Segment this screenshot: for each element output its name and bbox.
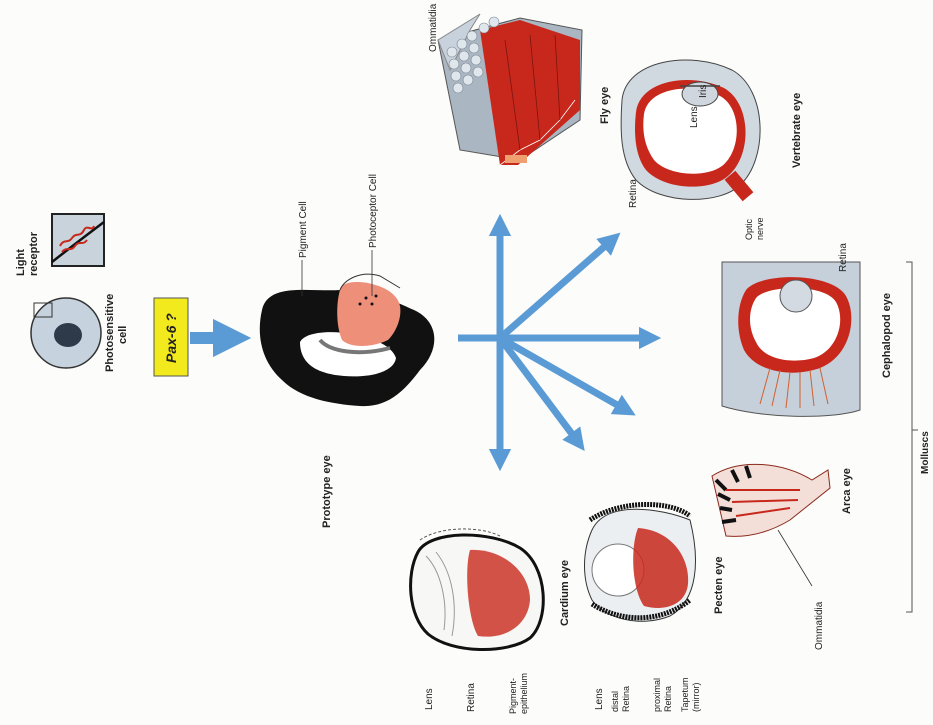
photosensitive-cell-icon [31, 298, 101, 368]
light-receptor-label: Lightreceptor [15, 231, 40, 276]
ommatidia-arca-label: Ommatidia [814, 601, 825, 650]
retina-vertebrate-label: Retina [628, 179, 639, 208]
light-receptor-icon [52, 214, 104, 266]
photosensitive-cell-label: Photosensitivecell [104, 294, 129, 372]
arca-eye-label: Arca eye [841, 468, 853, 514]
radiating-arrows [458, 225, 650, 460]
iris-label: Iris [698, 85, 709, 98]
retina-cephalopod-label: Retina [838, 243, 849, 272]
prototype-eye-illustration [260, 274, 435, 406]
pecten-eye-illustration [585, 504, 696, 621]
optic-nerve-label: Opticnerve [744, 217, 765, 240]
distal-retina-label: distalRetina [610, 686, 631, 712]
arca-eye-illustration [712, 464, 830, 536]
vertebrate-eye-illustration [621, 60, 760, 201]
ommatidia-fly-label: Ommatidia [428, 3, 439, 52]
pax6-label: Pax-6 ? [163, 313, 179, 363]
cardium-eye-label: Cardium eye [559, 560, 571, 626]
lens-cardium-label: Lens [424, 688, 435, 710]
fly-eye-label: Fly eye [599, 87, 611, 124]
photoceptor-cell-label: Photoceptor Cell [368, 174, 379, 248]
lens-vertebrate-label: Lens [689, 106, 700, 128]
pigment-cell-label: Pigment Cell [298, 201, 309, 258]
pigment-epithelium-label: Pigment-epithelium [508, 673, 529, 714]
prototype-eye-label: Prototype eye [321, 455, 333, 528]
proximal-retina-label: proximalRetina [652, 678, 673, 712]
cardium-eye-illustration [411, 529, 544, 650]
cephalopod-eye-label: Cephalopod eye [881, 293, 893, 378]
pecten-eye-label: Pecten eye [713, 557, 725, 614]
molluscs-bracket [906, 262, 918, 612]
fly-eye-illustration [438, 14, 582, 165]
vertebrate-eye-label: Vertebrate eye [791, 93, 803, 168]
lens-pecten-label: Lens [594, 688, 605, 710]
tapetum-label: Tapetum(mirror) [680, 677, 701, 712]
cephalopod-eye-illustration [722, 262, 860, 416]
molluscs-label: Molluscs [920, 431, 931, 474]
retina-cardium-label: Retina [466, 683, 477, 712]
